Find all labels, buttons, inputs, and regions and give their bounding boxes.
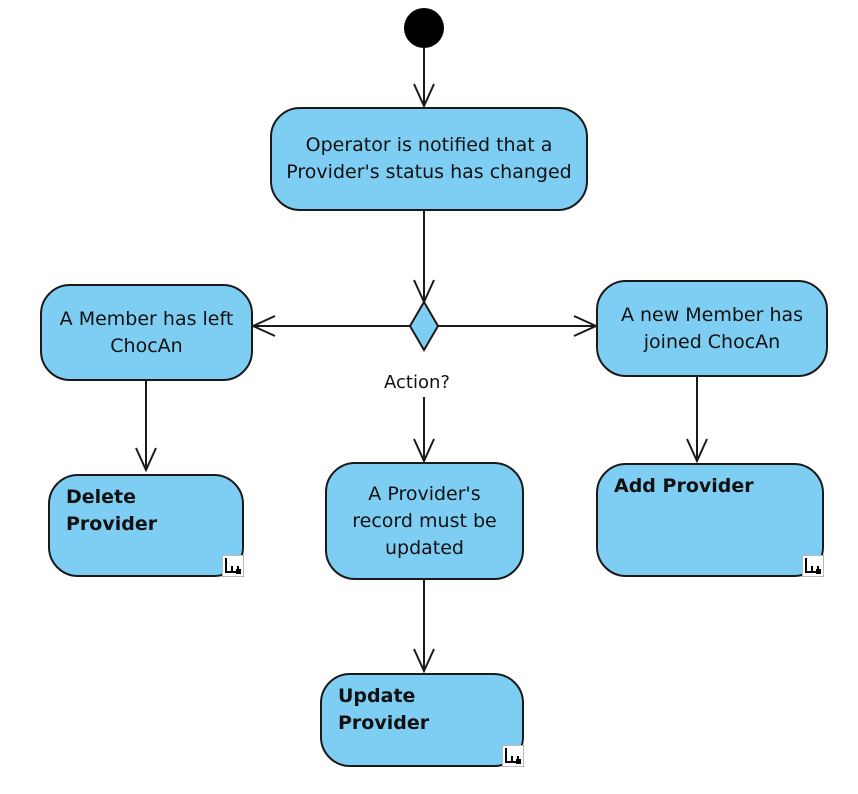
arrowhead-delete-provider [135, 447, 157, 473]
notify-action: Operator is notified that a Provider's s… [270, 107, 588, 211]
notify-action-label: Operator is notified that a Provider's s… [286, 134, 572, 183]
member-left-action: A Member has left ChocAn [40, 284, 253, 381]
member-left-label: A Member has left ChocAn [59, 307, 234, 357]
record-update-label: A Provider's record must be updated [352, 482, 497, 559]
arrowhead-notify [413, 83, 435, 109]
member-joined-label: A new Member has joined ChocAn [620, 303, 804, 353]
delete-provider-action: Delete Provider [48, 474, 244, 577]
decision-guard-label: Action? [384, 372, 450, 393]
delete-provider-label: Delete Provider [66, 486, 158, 535]
arrowhead-update-provider [413, 648, 435, 674]
rake-icon [222, 555, 244, 577]
arrowhead-add-provider [686, 438, 708, 464]
rake-icon [802, 555, 824, 577]
arrowhead-member-left [250, 315, 276, 337]
record-update-action: A Provider's record must be updated [325, 462, 524, 580]
add-provider-label: Add Provider [614, 475, 754, 497]
initial-node [404, 8, 444, 48]
decision-node [408, 300, 440, 352]
update-provider-label: Update Provider [338, 685, 430, 734]
member-joined-action: A new Member has joined ChocAn [596, 280, 828, 377]
add-provider-action: Add Provider [596, 463, 824, 577]
rake-icon [502, 745, 524, 767]
update-provider-action: Update Provider [320, 673, 524, 767]
arrowhead-record-update [413, 438, 435, 464]
